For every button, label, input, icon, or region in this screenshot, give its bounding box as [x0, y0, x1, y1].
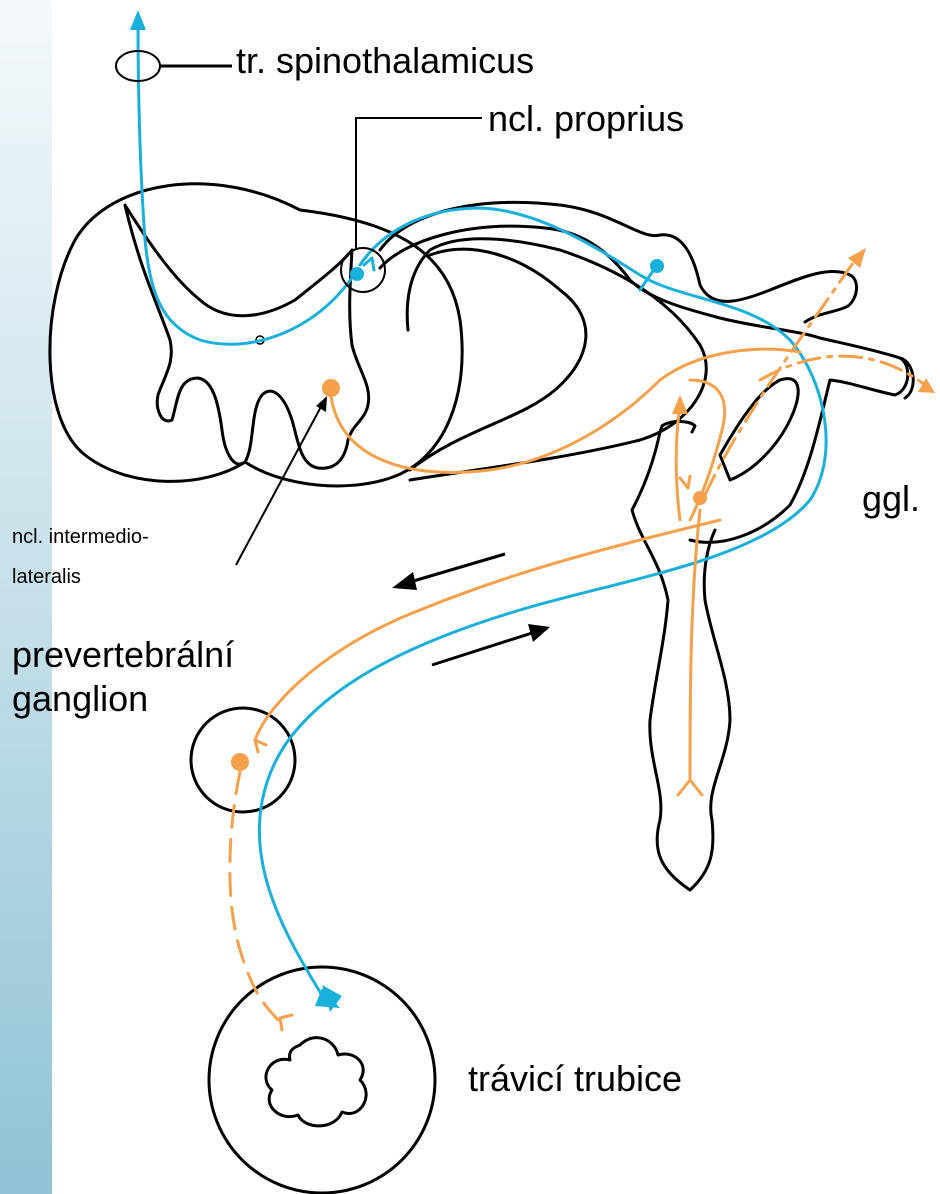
prevertebral-label-line1: prevertebrální — [12, 634, 234, 675]
proprius-leader-line — [356, 118, 482, 248]
gut-label: trávicí trubice — [468, 1058, 682, 1099]
proprius-marker-circle — [341, 248, 385, 292]
ncl-proprius-label: ncl. proprius — [488, 98, 684, 139]
afferent-fiber-path — [259, 208, 826, 1005]
ncl-proprius-neuron — [350, 267, 364, 281]
ggl-label: ggl. — [862, 478, 920, 519]
gut-synapse — [280, 1015, 292, 1030]
sympathetic-chain-outline — [632, 432, 730, 890]
tract-spinothalamicus-label: tr. spinothalamicus — [236, 40, 534, 81]
white-ramus-loop — [720, 379, 798, 480]
chain-ascending-arrowhead — [672, 395, 688, 414]
arrow-left-line — [410, 554, 505, 582]
arrow-right-line — [432, 633, 532, 665]
arrow-left-head — [392, 572, 417, 590]
prevertebral-synapse — [255, 740, 266, 752]
tract-arrowhead — [130, 10, 146, 30]
postganglionic-dashed-up — [705, 260, 855, 495]
chain-descending-synapse — [678, 780, 702, 795]
intermedio-arrowhead — [316, 396, 327, 412]
spinal-ganglion-neuron — [650, 259, 664, 273]
prevertebral-label-line2: ganglion — [12, 678, 148, 719]
intermedio-label-line1: ncl. intermedio- — [12, 526, 149, 549]
chain-ascending-fiber — [676, 405, 680, 520]
intermedio-label-line2: lateralis — [12, 566, 81, 589]
prevertebral-neuron — [231, 753, 249, 771]
intermediolateral-neuron — [322, 379, 340, 397]
gut-lumen — [266, 1038, 366, 1126]
ventral-root-inner — [410, 249, 586, 470]
chain-descending-fiber — [690, 510, 700, 780]
chain-synapse — [680, 476, 690, 488]
arrow-right-head — [528, 624, 550, 642]
grey-matter-outline — [125, 205, 369, 468]
preganglionic-fiber — [331, 349, 800, 472]
